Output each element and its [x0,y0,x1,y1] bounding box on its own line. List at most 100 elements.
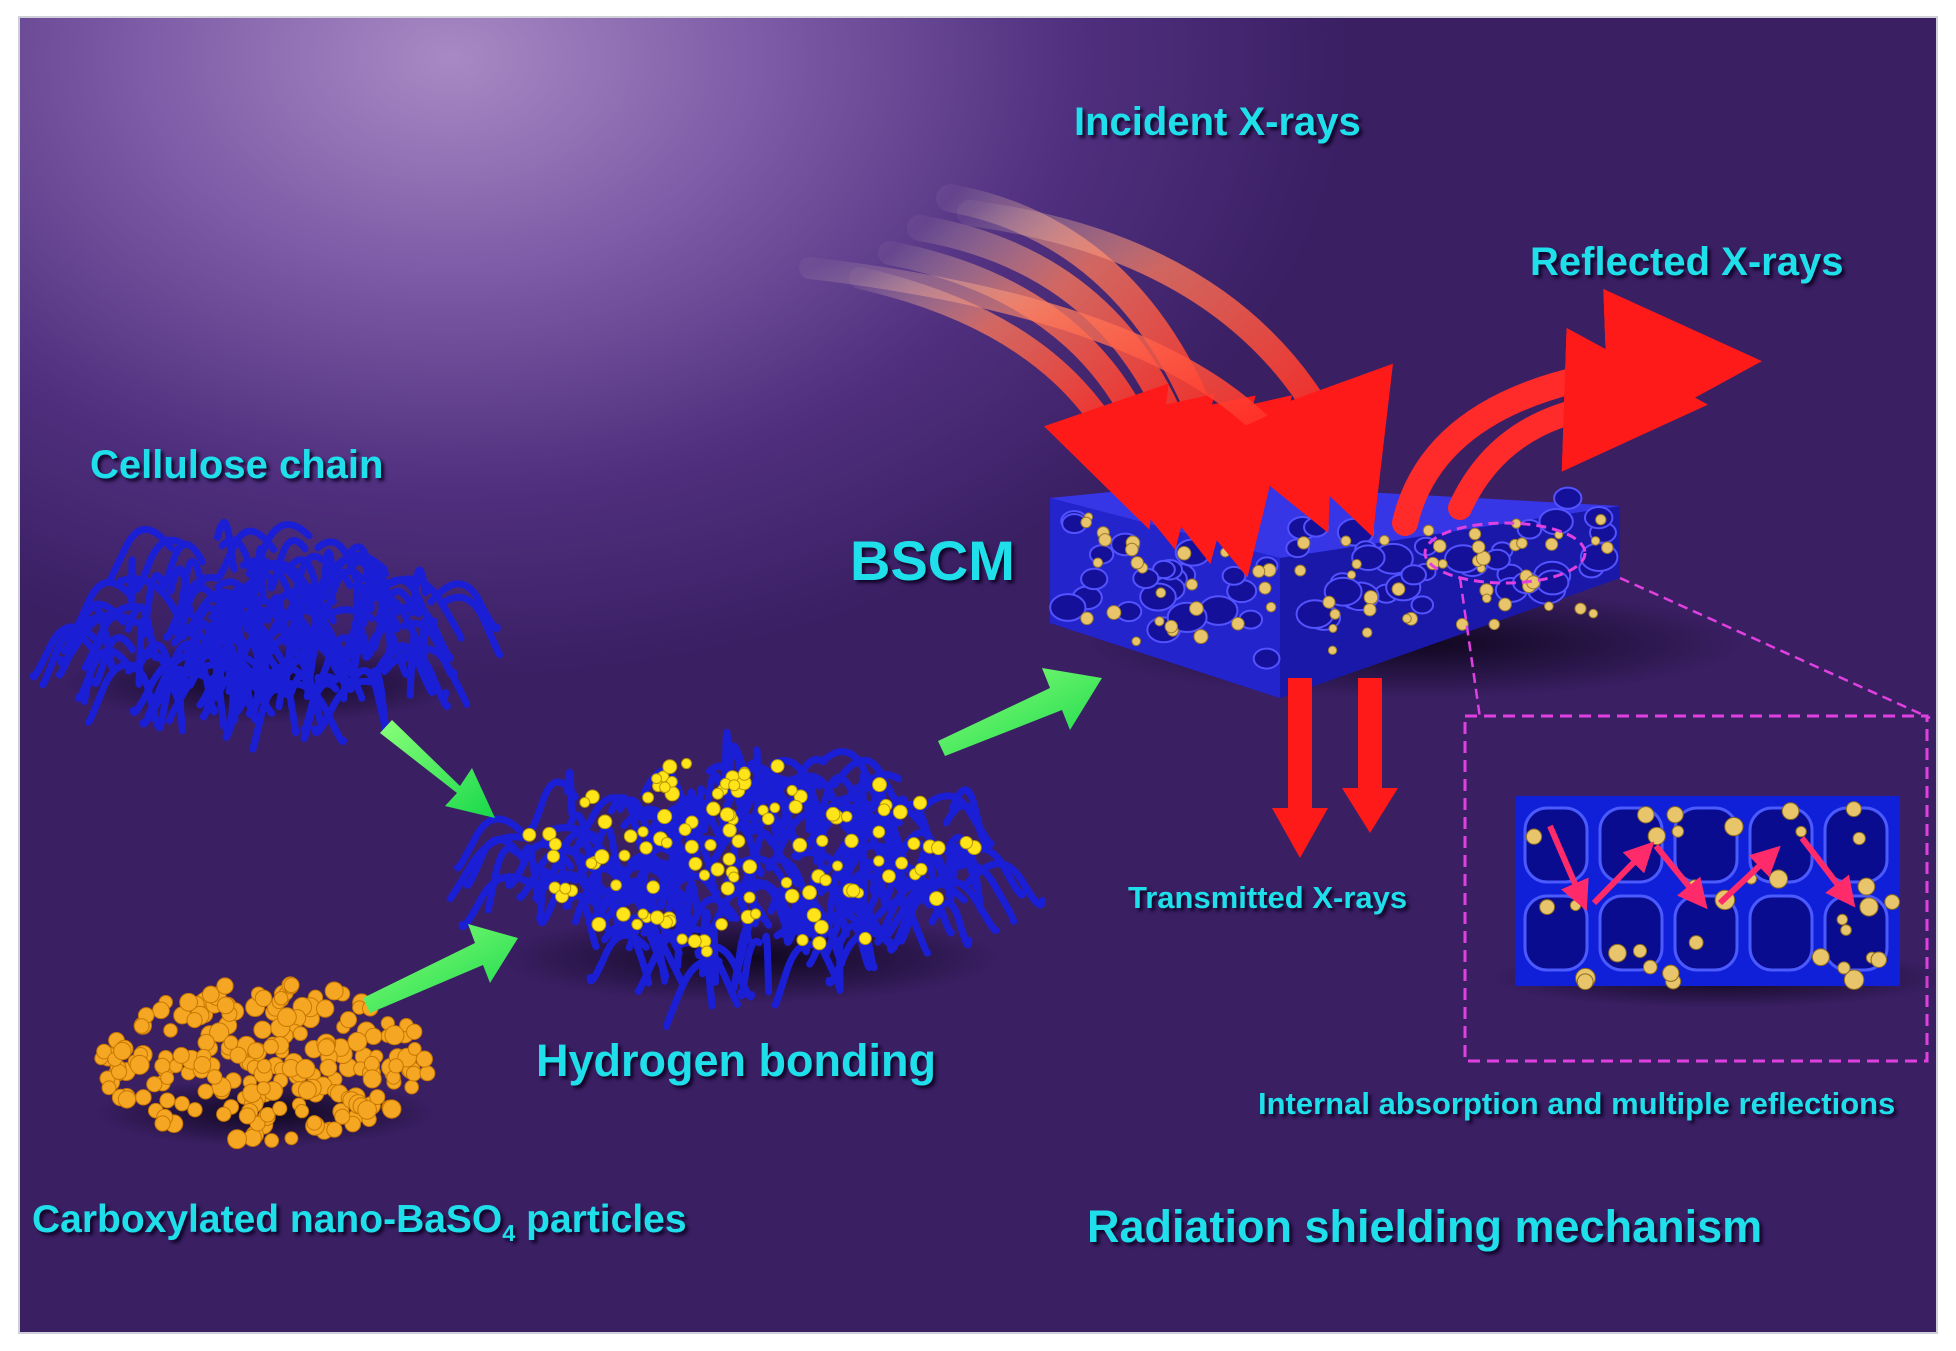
particle [637,826,649,838]
particle [193,1056,212,1074]
fiber-strand [734,911,773,976]
particle [832,860,843,872]
particle [710,862,725,877]
particle [559,882,572,895]
particle [816,834,829,848]
particle [277,1007,297,1028]
pore [1049,593,1087,622]
particle [1176,546,1192,561]
fiber-strand [218,536,262,593]
particle [907,837,921,851]
fiber-strand [81,603,148,671]
particle [1662,964,1680,982]
particle [388,1058,404,1074]
particle [334,1108,351,1125]
particle [197,1083,214,1100]
fiber-strand [391,644,451,711]
transmitted-xray-arrows [1272,678,1398,858]
fiber-strand [91,634,137,688]
particle [1642,959,1658,975]
fiber-strand [173,584,219,638]
particle [1340,535,1352,547]
particle [651,773,663,785]
particle [769,802,781,814]
particle [160,1071,175,1085]
particle [1432,539,1447,553]
particle [784,888,800,904]
pore [1303,516,1330,538]
fiber-strand [300,680,340,742]
particle [522,827,537,842]
fiber-strand [200,656,263,707]
particle [585,857,598,870]
fiber-strand [874,898,932,957]
particle [1193,629,1209,645]
fiber-strand [167,565,195,619]
fiber-strand [753,774,824,834]
particle [187,1102,203,1118]
particle [415,1050,433,1068]
cell-pore [1748,894,1814,972]
fiber-strand [384,616,401,669]
fiber-strand [737,937,763,1000]
particle [405,1065,422,1082]
fiber-strand [812,774,862,827]
mechanism-inset [1463,714,1936,1063]
particle [216,977,234,995]
particle [1569,899,1582,912]
reflected-xray-arrows [1392,288,1762,536]
particle [256,1081,271,1096]
particle [292,1026,308,1042]
particle [1328,623,1338,633]
particle [295,1058,316,1079]
particle [1795,825,1807,838]
particle [1608,943,1627,963]
particle [1574,602,1587,615]
particle [135,1089,152,1106]
particle [1590,536,1601,546]
fiber-strand [186,630,249,689]
particle [113,1041,132,1061]
particle [1837,961,1851,975]
fiber-strand [267,638,335,690]
particle [698,869,711,881]
particle [1379,534,1390,546]
fiber-strand [817,884,894,947]
fiber-strand [853,799,907,861]
diagram-canvas: Cellulose chain Carboxylated nano-BaSO4 … [18,16,1938,1334]
fiber-strand [820,815,903,875]
particle [362,1069,382,1089]
particle [1545,537,1559,551]
label-incident-xrays: Incident X-rays [1074,100,1361,144]
fiber-strand [345,554,399,613]
fiber-strand [184,623,251,677]
particle [238,1107,256,1125]
particle [616,906,631,922]
fiber-strand [74,647,132,702]
particle [369,1089,386,1106]
particle [1164,619,1178,634]
label-cellulose-chain: Cellulose chain [90,443,384,487]
particle [688,856,703,871]
incident-xray-arrows [799,184,1393,578]
particle [406,1023,423,1040]
fiber-strand [933,861,1018,925]
fiber-strand [674,909,686,970]
particle [1363,603,1377,617]
particle [731,834,746,849]
particle [597,814,613,830]
label-baso4-subscript: 4 [502,1219,516,1246]
particle [1131,636,1142,647]
particle [649,910,665,925]
particle [1488,618,1500,631]
particle [610,879,622,892]
particle [623,829,638,844]
particle [1688,935,1704,951]
fiber-strand [246,559,329,627]
particle [704,838,717,852]
fiber-strand [708,922,719,986]
particle [761,812,775,826]
fiber-strand [458,873,535,930]
particle [1666,806,1684,824]
particle [1637,806,1655,824]
